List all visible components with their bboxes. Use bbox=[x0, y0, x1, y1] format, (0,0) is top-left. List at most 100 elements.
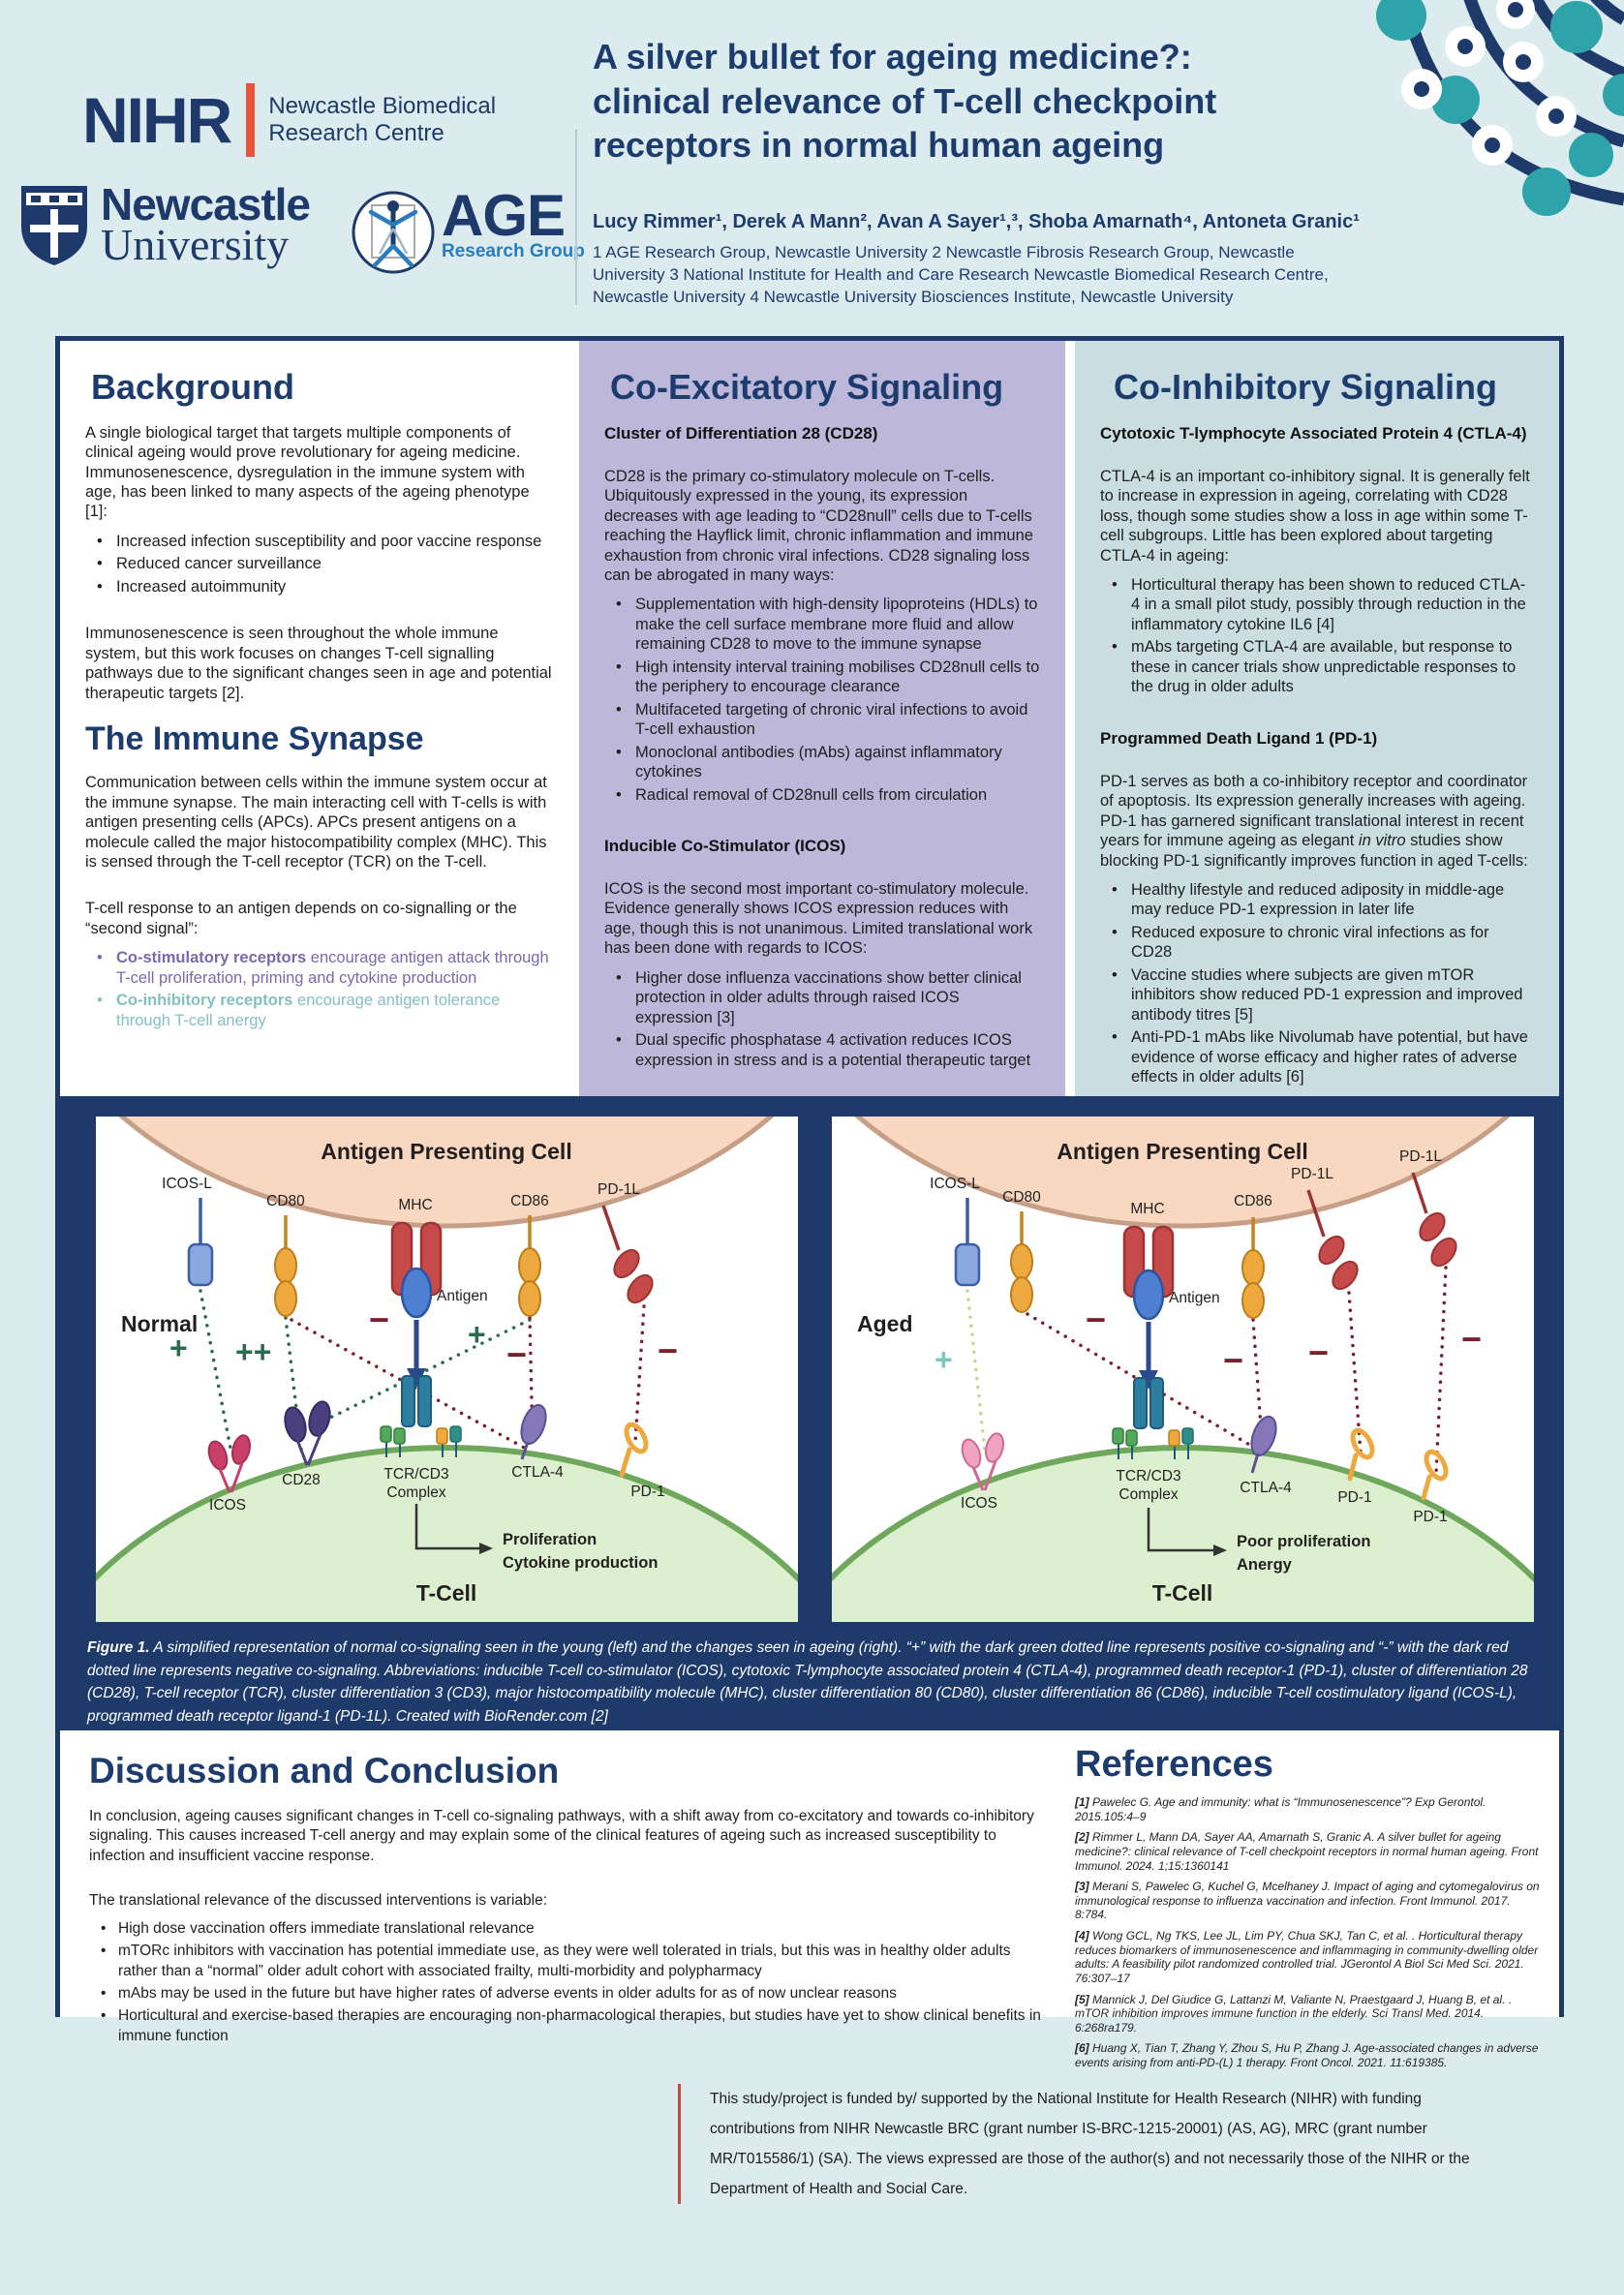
pd1l-label: PD-1L bbox=[598, 1181, 640, 1198]
outcome-label-2: Cytokine production bbox=[503, 1554, 658, 1572]
pd1-para: PD-1 serves as both a co-inhibitory rece… bbox=[1100, 772, 1528, 870]
main-content-box: Background A single biological target th… bbox=[10, 336, 1619, 2082]
list-item: Dual specific phosphatase 4 activation r… bbox=[616, 1030, 1040, 1070]
plus-sign: + bbox=[935, 1342, 953, 1377]
antigen-label: Antigen bbox=[1169, 1290, 1220, 1306]
list-item: Radical removal of CD28null cells from c… bbox=[616, 785, 1040, 806]
cd80-label: CD80 bbox=[1002, 1189, 1041, 1206]
age-logo-text: AGE Research Group bbox=[442, 183, 585, 261]
cd80-receptor bbox=[1010, 1243, 1033, 1280]
svg-text:Complex: Complex bbox=[386, 1484, 445, 1501]
figure-band: Antigen Presenting Cell Normal + ++ + − … bbox=[10, 607, 1619, 2082]
pd1-label-2: PD-1 bbox=[1413, 1509, 1447, 1525]
antigen-arrow bbox=[1139, 1370, 1158, 1390]
background-heading: Background bbox=[91, 367, 295, 407]
reference-item: [6] Huang X, Tian T, Zhang Y, Zhou S, Hu… bbox=[1075, 2041, 1539, 2069]
ctla4-bullet-list: Horticultural therapy has been shown to … bbox=[1100, 575, 1534, 697]
outcome-arrow bbox=[414, 1504, 481, 1550]
minus-sign: − bbox=[658, 1331, 678, 1370]
pd1-receptor-2 bbox=[1424, 1449, 1449, 1482]
minus-sign: − bbox=[1223, 1340, 1243, 1380]
list-item: Increased infection susceptibility and p… bbox=[97, 532, 554, 552]
discussion-para1: In conclusion, ageing causes significant… bbox=[89, 1807, 1034, 1864]
coinhibitory-bullet: Co-inhibitory receptors encourage antige… bbox=[97, 991, 554, 1030]
plus-sign: + bbox=[468, 1317, 486, 1352]
normal-cosignaling-diagram: Antigen Presenting Cell Normal + ++ + − … bbox=[10, 607, 883, 2082]
list-item: mTORc inhibitors with vaccination has po… bbox=[101, 1942, 1048, 1981]
mhc-label: MHC bbox=[1130, 1201, 1164, 1217]
background-para2: Immunosenescence is seen throughout the … bbox=[85, 625, 552, 702]
poster-title: A silver bullet for ageing medicine?: cl… bbox=[593, 37, 1217, 166]
poster-authors: Lucy Rimmer¹, Derek A Mann², Avan A Saye… bbox=[593, 211, 1360, 232]
plus-plus-sign: ++ bbox=[235, 1334, 271, 1369]
list-item: Supplementation with high-density lipopr… bbox=[616, 595, 1040, 654]
outcome-label-1: Proliferation bbox=[503, 1531, 597, 1548]
ctla4-subheading: Cytotoxic T-lymphocyte Associated Protei… bbox=[1100, 423, 1527, 443]
costimulatory-bullet: Co-stimulatory receptors encourage antig… bbox=[97, 948, 554, 988]
newcastle-university-logo: Newcastle University bbox=[17, 178, 311, 269]
outcome-label-2: Anergy bbox=[1237, 1556, 1293, 1574]
poster-header: NIHR Newcastle Biomedical Research Centr… bbox=[0, 0, 1624, 336]
cd28-para: CD28 is the primary co-stimulatory molec… bbox=[604, 467, 1033, 584]
immune-synapse-para2: T-cell response to an antigen depends on… bbox=[85, 900, 517, 937]
antigen-arrow bbox=[407, 1368, 426, 1388]
icosl-receptor bbox=[187, 1242, 214, 1287]
minus-sign: − bbox=[1308, 1332, 1329, 1372]
pd1-label: PD-1 bbox=[1337, 1489, 1371, 1506]
immune-synapse-para1: Communication between cells within the i… bbox=[85, 774, 547, 872]
list-item: Higher dose influenza vaccinations show … bbox=[616, 968, 1040, 1027]
co-inhibitory-column: Co-Inhibitory Signaling Cytotoxic T-lymp… bbox=[1075, 341, 1559, 1096]
icos-label: ICOS bbox=[209, 1497, 246, 1514]
list-item: Reduced exposure to chronic viral infect… bbox=[1112, 923, 1534, 963]
ctla4-para: CTLA-4 is an important co-inhibitory sig… bbox=[1100, 467, 1530, 565]
list-item: Healthy lifestyle and reduced adiposity … bbox=[1112, 880, 1534, 920]
cd86-receptor bbox=[1241, 1249, 1265, 1286]
outcome-arrow bbox=[1147, 1508, 1215, 1552]
discussion-heading: Discussion and Conclusion bbox=[89, 1751, 560, 1790]
ctla4-label: CTLA-4 bbox=[511, 1464, 564, 1481]
list-item: Vaccine studies where subjects are given… bbox=[1112, 965, 1534, 1025]
reference-item: [4] Wong GCL, Ng TKS, Lee JL, Lim PY, Ch… bbox=[1075, 1929, 1539, 1985]
tcr-cd3-complex bbox=[1133, 1377, 1148, 1429]
minus-sign: − bbox=[1086, 1300, 1106, 1339]
pd1l-receptor bbox=[1318, 1235, 1345, 1266]
ctla4-receptor bbox=[520, 1403, 547, 1446]
discussion-para2: The translational relevance of the discu… bbox=[89, 1892, 548, 1910]
reference-item: [3] Merani S, Pawelec G, Kuchel G, Mcelh… bbox=[1075, 1880, 1540, 1922]
antigen-molecule bbox=[1132, 1269, 1165, 1321]
nihr-wordmark: NIHR bbox=[82, 84, 232, 156]
reference-item: [5] Mannick J, Del Giudice G, Lattanzi M… bbox=[1075, 1992, 1513, 2035]
minus-sign: − bbox=[369, 1300, 389, 1339]
background-bullet-list: Increased infection susceptibility and p… bbox=[85, 532, 554, 597]
co-inhibitory-heading: Co-Inhibitory Signaling bbox=[1114, 367, 1497, 407]
icos-subheading: Inducible Co-Stimulator (ICOS) bbox=[604, 836, 846, 855]
icosl-label: ICOS-L bbox=[930, 1176, 980, 1192]
icos-para: ICOS is the second most important co-sti… bbox=[604, 880, 1033, 958]
list-item: Anti-PD-1 mAbs like Nivolumab have poten… bbox=[1112, 1027, 1534, 1086]
header-divider bbox=[575, 129, 577, 305]
figure-panel-aged: Antigen Presenting Cell Aged + − − − − I… bbox=[746, 607, 1619, 2082]
references-section: References [1] Pawelec G. Age and immuni… bbox=[1075, 1744, 1546, 2077]
pd1l-receptor bbox=[613, 1248, 640, 1279]
tcr-cd3-label: TCR/CD3 bbox=[1116, 1468, 1180, 1484]
list-item: Monoclonal antibodies (mAbs) against inf… bbox=[616, 743, 1040, 782]
mhc-label: MHC bbox=[398, 1197, 432, 1213]
list-item: High dose vaccination offers immediate t… bbox=[101, 1919, 1048, 1940]
apc-label: Antigen Presenting Cell bbox=[321, 1139, 571, 1164]
pd1l-label-2: PD-1L bbox=[1399, 1148, 1442, 1165]
cd80-label: CD80 bbox=[266, 1193, 305, 1209]
newcastle-logo-text: Newcastle University bbox=[101, 178, 311, 269]
antigen-label: Antigen bbox=[437, 1288, 488, 1304]
icos-label: ICOS bbox=[961, 1495, 997, 1512]
icos-bullet-list: Higher dose influenza vaccinations show … bbox=[604, 968, 1040, 1070]
svg-text:Complex: Complex bbox=[1118, 1486, 1178, 1503]
cd86-label: CD86 bbox=[510, 1193, 549, 1209]
apc-label: Antigen Presenting Cell bbox=[1057, 1139, 1307, 1164]
pd1-subheading: Programmed Death Ligand 1 (PD-1) bbox=[1100, 728, 1378, 748]
pd1l-receptor-2 bbox=[1419, 1211, 1446, 1242]
state-label: Normal bbox=[121, 1311, 198, 1336]
ctla4-label: CTLA-4 bbox=[1240, 1480, 1292, 1496]
minus-sign: − bbox=[506, 1334, 527, 1374]
list-item: Multifaceted targeting of chronic viral … bbox=[616, 700, 1040, 740]
icosl-label: ICOS-L bbox=[162, 1176, 212, 1192]
